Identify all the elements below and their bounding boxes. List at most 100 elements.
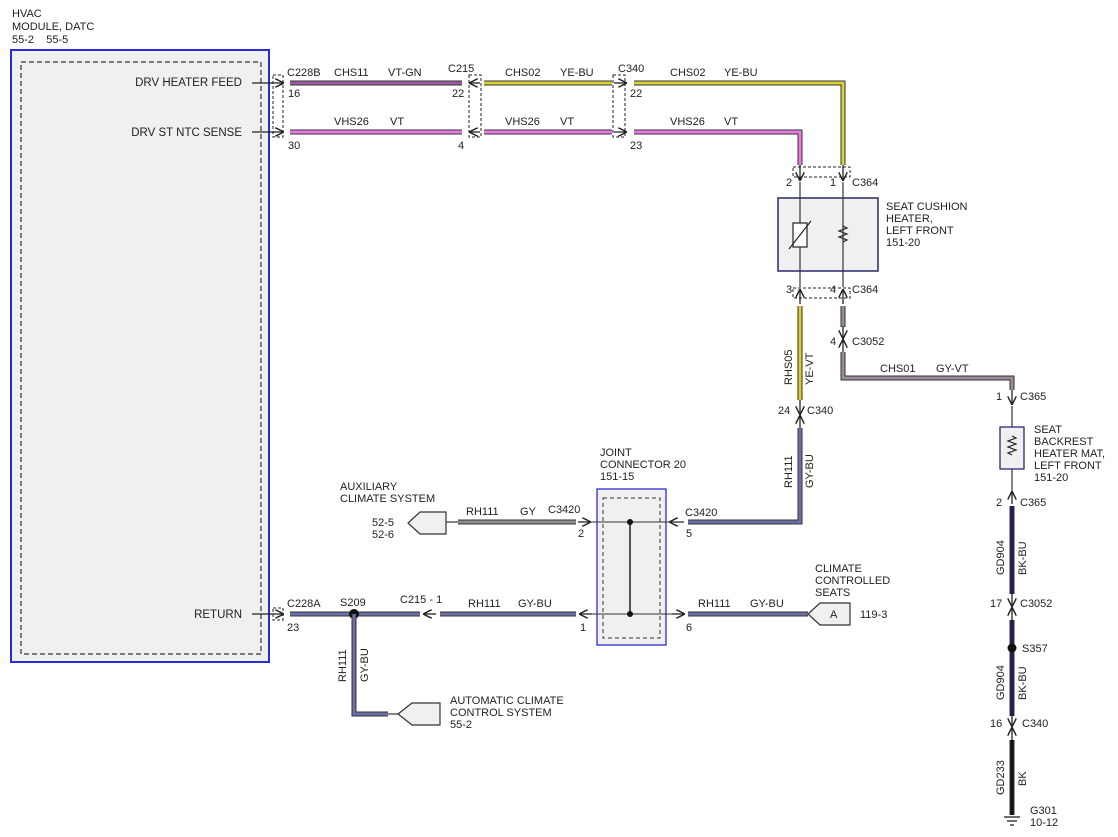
joint-line-1: JOINT [600,447,632,459]
auto-climate-line-1: AUTOMATIC CLIMATE [450,695,564,707]
c3052-b-label: C3052 [1020,598,1052,610]
ground-circuit: GD904 BK-BU 17 C3052 S357 GD904 BK-BU 16… [990,506,1058,829]
backrest-heater-icon [1006,435,1018,456]
c340-c-label: C340 [1022,718,1048,730]
wire-s209-down [352,614,388,716]
backrest-line-2: BACKREST [1034,436,1094,448]
c215-pin-4: 4 [458,140,464,152]
pin-30: 30 [288,140,300,152]
c364-bottom-label: C364 [852,284,878,296]
c364-pin-2: 2 [786,177,792,189]
c215-pin-22: 22 [452,88,464,100]
seat-cushion-line-3: LEFT FRONT [886,225,954,237]
top-connector-outlines [272,74,626,138]
c365-pin-1: 1 [996,391,1002,403]
heater-feed-circuit: C228B 16 CHS11 VT-GN C215 22 CHS02 YE-BU… [252,63,846,165]
pin-name-return: RETURN [194,609,242,621]
joint-connector-20: JOINT CONNECTOR 20 151-15 [580,447,686,646]
pin-6: 6 [686,622,692,634]
wire-chs01-color: GY-VT [936,363,969,375]
c364-pin-3: 3 [786,284,792,296]
wire-return-right-color: GY-BU [750,598,784,610]
pin-16: 16 [288,88,300,100]
c364-pin-4: 4 [830,284,836,296]
aux-ref-2: 52-6 [372,529,394,541]
pin-name-ntc-sense: DRV ST NTC SENSE [131,127,242,139]
rh111-vertical-circuit: RH111 GY-BU C3420 5 [670,428,816,540]
c215-label: C215 [448,63,474,75]
wire-s209-down-color: GY-BU [359,648,371,682]
wire-rhs05-circuit: RHS05 [783,350,795,385]
wire-chs01 [841,352,1014,390]
module-title-1: HVAC [12,8,42,20]
wire-vhs26-a-circuit: VHS26 [334,116,369,128]
c340-pin-22: 22 [630,88,642,100]
wire-chs02-b [634,81,845,165]
joint-line-3: 151-15 [600,471,634,483]
c340-pin-23: 23 [630,140,642,152]
wire-return-right-circuit: RH111 [698,598,731,610]
wire-aux-circuit: RH111 [466,506,499,518]
wire-rh111-vertical-color: GY-BU [804,454,816,488]
climate-seats-flag [807,602,851,626]
hvac-module: HVAC MODULE, DATC 55-2 55-5 DRV HEATER F… [10,8,270,663]
ntc-sense-circuit: 30 VHS26 VT 4 VHS26 VT 23 VHS26 VT [252,116,803,165]
seat-cushion-heater: 2 1 C364 SEAT CUSHION HEATER, LEFT FRONT… [777,165,968,304]
pin-1: 1 [580,622,586,634]
pin-name-heater-feed: DRV HEATER FEED [135,77,242,89]
c364-top-label: C364 [852,177,878,189]
aux-line-2: CLIMATE SYSTEM [340,493,435,505]
module-inner-dashed [20,61,262,655]
ground-line-1: G301 [1030,805,1057,817]
seat-backrest-heater: SEAT BACKREST HEATER MAT, LEFT FRONT 151… [996,406,1105,509]
c3052-top-label: C3052 [852,336,884,348]
climate-seats-flag-letter: A [830,609,838,621]
rhs05-circuit: RHS05 YE-VT 24 C340 [778,306,833,428]
wire-vhs26-a-color: VT [390,116,404,128]
aux-climate-circuit: 2 C3420 RH111 GY AUXILIARY CLIMATE SYSTE… [340,481,590,541]
joint-box [596,488,667,646]
seat-cushion-line-1: SEAT CUSHION [886,201,968,213]
c3052-pin-4: 4 [830,336,836,348]
wire-return-left-color: GY-BU [518,598,552,610]
wire-gd904-b-color: BK-BU [1017,666,1029,700]
climate-seats-ref: 119-3 [860,609,887,621]
c228a-label: C228A [287,598,321,610]
pin-23: 23 [287,622,299,634]
c3420-pin-2: 2 [578,528,584,540]
backrest-line-1: SEAT [1034,424,1062,436]
wire-gd904-a-color: BK-BU [1017,541,1029,575]
return-circuit: C228A 23 S209 C215 - 1 RH111 GY-BU 1 6 R… [252,563,890,731]
wire-vhs26-b-circuit: VHS26 [505,116,540,128]
c215-1-label: C215 - 1 [400,594,442,606]
climate-seats-line-1: CLIMATE [815,563,862,575]
wire-rh111-vertical [688,428,802,524]
aux-line-1: AUXILIARY [340,481,398,493]
c3420-pin-5: 5 [686,528,692,540]
auto-climate-line-2: CONTROL SYSTEM [450,707,552,719]
chs01-circuit: 4 C3052 CHS01 GY-VT 1 C365 [830,306,1046,404]
c340-label: C340 [618,63,644,75]
module-title-2: MODULE, DATC [12,21,94,33]
wire-chs11-color: VT-GN [388,67,422,79]
aux-ref-1: 52-5 [372,517,394,529]
wire-chs02-a-circuit: CHS02 [505,67,540,79]
wire-return-left-circuit: RH111 [468,598,501,610]
seat-cushion-line-4: 151-20 [886,237,920,249]
ground-line-2: 10-12 [1030,817,1058,829]
module-title-3: 55-2 55-5 [12,34,68,46]
c340-b-label: C340 [807,405,833,417]
aux-climate-flag [407,511,447,535]
backrest-line-4: LEFT FRONT [1034,460,1102,472]
wire-chs11-circuit: CHS11 [334,67,369,79]
wire-chs01-circuit: CHS01 [880,363,915,375]
wire-chs02-a-color: YE-BU [560,67,594,79]
c228b-label: C228B [287,67,321,79]
wire-vhs26-b-color: VT [560,116,574,128]
wire-aux-color: GY [520,506,537,518]
wire-chs02-b-circuit: CHS02 [670,67,705,79]
s209-label: S209 [340,597,366,609]
c365-top-label: C365 [1020,391,1046,403]
heater-element-icon [837,225,849,243]
s357-label: S357 [1022,643,1048,655]
